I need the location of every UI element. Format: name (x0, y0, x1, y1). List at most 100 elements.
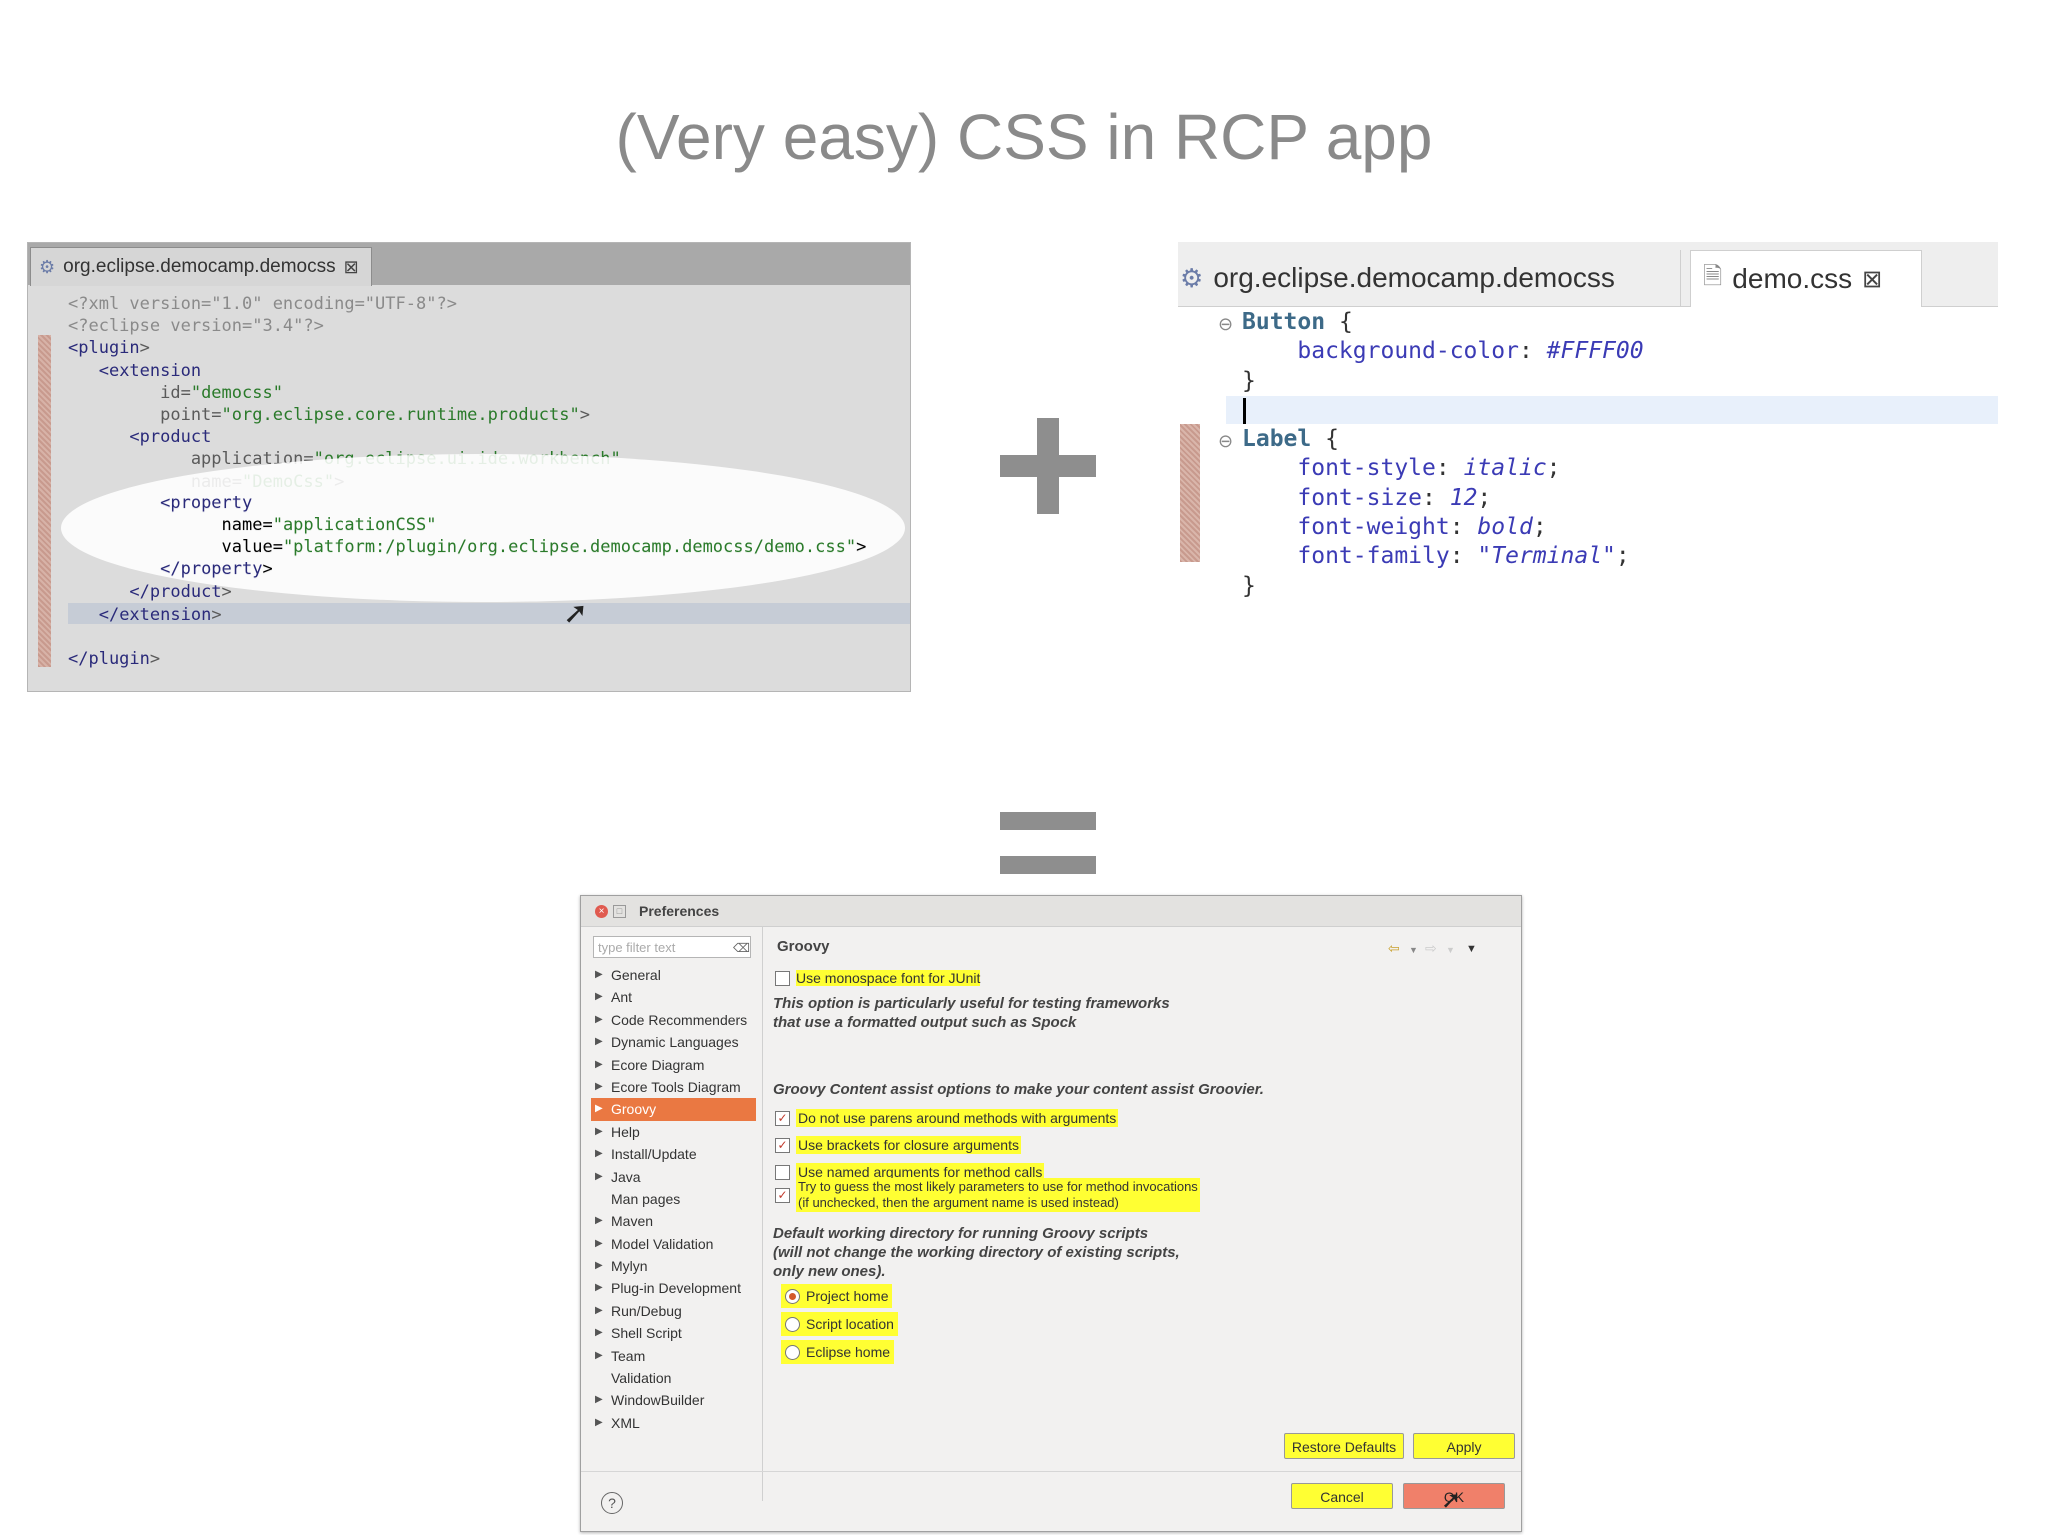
tree-item-groovy[interactable]: ▶Groovy (591, 1098, 756, 1121)
expand-arrow-icon[interactable]: ▶ (595, 1125, 603, 1137)
radio-button[interactable] (785, 1288, 800, 1304)
expand-arrow-icon[interactable]: ▶ (595, 1080, 603, 1092)
tree-item-xml[interactable]: ▶XML (591, 1412, 756, 1434)
chevron-down-icon[interactable]: ▼ (1446, 945, 1455, 955)
expand-arrow-icon[interactable]: ▶ (595, 1416, 603, 1428)
groovy-preference-page: Use monospace font for JUnit This option… (763, 966, 1521, 1426)
back-arrow-icon[interactable]: ⇦ (1388, 940, 1400, 956)
tab-demo-css[interactable]: 🗎 demo.css ⊠ (1690, 250, 1922, 307)
tree-item-model-validation[interactable]: ▶Model Validation (591, 1233, 756, 1255)
code-line: } (1242, 572, 1256, 599)
expand-arrow-icon[interactable]: ▶ (595, 1327, 603, 1339)
tree-item-java[interactable]: ▶Java (591, 1166, 756, 1188)
plus-sign (1000, 418, 1096, 514)
plugin-manifest-icon: ⚙ (1180, 262, 1204, 293)
tab-plugin-manifest[interactable]: ⚙ org.eclipse.democamp.democss (1178, 250, 1681, 306)
tree-item-plug-in-development[interactable]: ▶Plug-in Development (591, 1277, 756, 1299)
tree-item-code-recommenders[interactable]: ▶Code Recommenders (591, 1009, 756, 1031)
code-line (1242, 396, 1644, 425)
monospace-checkbox[interactable]: Use monospace font for JUnit (775, 966, 981, 990)
tree-item-validation[interactable]: Validation (591, 1367, 756, 1389)
code-line: value="platform:/plugin/org.eclipse.demo… (68, 537, 867, 558)
tree-item-help[interactable]: ▶Help (591, 1121, 756, 1143)
expand-arrow-icon[interactable]: ▶ (595, 1394, 603, 1406)
expand-arrow-icon[interactable]: ▶ (595, 1215, 603, 1227)
checkbox-label: Use brackets for closure arguments (796, 1136, 1021, 1154)
filter-input[interactable]: type filter text (593, 936, 751, 958)
tree-item-general[interactable]: ▶ General (591, 964, 756, 986)
code-line: font-family: "Terminal"; (1297, 543, 1630, 570)
apply-button[interactable]: Apply (1413, 1433, 1515, 1459)
assist-heading: Groovy Content assist options to make yo… (773, 1081, 1264, 1098)
radio-button[interactable] (785, 1344, 800, 1360)
tree-item-label: Ecore Diagram (611, 1056, 705, 1073)
tree-item-mylyn[interactable]: ▶Mylyn (591, 1255, 756, 1277)
current-line-highlight (1226, 396, 1998, 424)
checkbox-box[interactable] (775, 1164, 790, 1180)
expand-arrow-icon[interactable]: ▶ (595, 1282, 603, 1294)
code-line: <?xml version="1.0" encoding="UTF-8"?> (68, 294, 457, 314)
forward-arrow-icon[interactable]: ⇨ (1425, 940, 1437, 956)
checkbox-box[interactable]: ✓ (775, 1187, 790, 1203)
expand-arrow-icon[interactable]: ▶ (595, 1148, 603, 1160)
tree-item-man-pages[interactable]: Man pages (591, 1188, 756, 1210)
radio-button[interactable] (785, 1316, 800, 1332)
checkbox-box[interactable]: ✓ (775, 1110, 790, 1126)
ok-button[interactable]: OK (1403, 1483, 1505, 1509)
restore-defaults-button[interactable]: Restore Defaults (1284, 1433, 1404, 1459)
expand-arrow-icon[interactable]: ▶ (595, 991, 603, 1003)
checkbox-box[interactable]: ✓ (775, 1137, 790, 1153)
expand-arrow-icon[interactable]: ▶ (595, 1349, 603, 1361)
code-line: </extension> (98, 604, 222, 625)
cancel-button[interactable]: Cancel (1291, 1483, 1393, 1509)
tree-item-shell-script[interactable]: ▶Shell Script (591, 1322, 756, 1344)
radio-label: Project home (806, 1288, 889, 1304)
tree-item-ecore-tools-diagram[interactable]: ▶Ecore Tools Diagram (591, 1076, 756, 1098)
tree-item-label: General (611, 967, 661, 983)
view-menu-icon[interactable]: ▼ (1466, 943, 1477, 955)
close-tab-icon[interactable]: ⊠ (1862, 265, 1883, 293)
expand-arrow-icon[interactable]: ▶ (595, 1013, 603, 1025)
tree-item-team[interactable]: ▶ Team (591, 1345, 756, 1367)
checkbox-box[interactable] (775, 970, 790, 986)
help-icon[interactable]: ? (601, 1492, 623, 1514)
expand-arrow-icon[interactable]: ▶ (595, 1103, 603, 1115)
expand-arrow-icon[interactable]: ▶ (595, 1237, 603, 1249)
tree-item-label: Maven (611, 1213, 654, 1230)
tree-item-windowbuilder[interactable]: ▶ WindowBuilder (591, 1389, 756, 1411)
code-line: </plugin> (68, 649, 161, 669)
expand-arrow-icon[interactable]: ▶ (595, 1260, 603, 1272)
tree-item-label: WindowBuilder (611, 1392, 705, 1409)
workdir-radio[interactable]: Project home (781, 1284, 893, 1308)
expand-arrow-icon[interactable]: ▶ (595, 969, 603, 980)
tree-item-run-debug[interactable]: ▶Run/Debug (591, 1300, 756, 1322)
tree-item-ecore-diagram[interactable]: ▶ Ecore Diagram (591, 1054, 756, 1076)
expand-arrow-icon[interactable]: ▶ (595, 1170, 603, 1182)
expand-arrow-icon[interactable]: ▶ (595, 1036, 603, 1048)
close-window-icon[interactable]: × (595, 905, 608, 918)
code-line: font-size: 12; (1297, 484, 1492, 511)
checkbox-label: Use named arguments for method calls (796, 1163, 1045, 1181)
expand-arrow-icon[interactable]: ▶ (595, 1304, 603, 1316)
clear-filter-icon[interactable]: ⌫ (733, 941, 750, 955)
workdir-radio[interactable]: Script location (781, 1312, 898, 1336)
close-tab-icon[interactable]: ⊠ (343, 256, 359, 277)
tree-item-dynamic-languages[interactable]: ▶Dynamic Languages (591, 1031, 756, 1053)
workdir-radio[interactable]: Eclipse home (781, 1340, 895, 1364)
css-code[interactable]: Button { background-color: #FFFF00}Label… (1242, 308, 1644, 601)
guess-params-checkbox[interactable]: ✓ Try to guess the most likely parameter… (775, 1178, 1200, 1212)
fold-toggle-icon[interactable]: ⊖ (1218, 431, 1234, 451)
tab-label: org.eclipse.democamp.democss (63, 256, 336, 277)
assist-option-checkbox[interactable]: ✓Do not use parens around methods with a… (775, 1106, 1119, 1130)
tree-item-maven[interactable]: ▶ Maven (591, 1210, 756, 1232)
assist-option-checkbox[interactable]: Use named arguments for method calls (775, 1160, 1045, 1184)
tree-item-label: Team (611, 1347, 646, 1364)
assist-option-checkbox[interactable]: ✓ Use brackets for closure arguments (775, 1133, 1021, 1157)
tree-item-ant[interactable]: ▶Ant (591, 986, 756, 1008)
chevron-down-icon[interactable]: ▼ (1409, 945, 1418, 955)
tree-item-install-update[interactable]: ▶Install/Update (591, 1143, 756, 1165)
maximize-window-icon[interactable]: □ (613, 905, 626, 918)
expand-arrow-icon[interactable]: ▶ (595, 1058, 603, 1070)
fold-toggle-icon[interactable]: ⊖ (1218, 314, 1234, 334)
tab-plugin-manifest[interactable]: ⚙ org.eclipse.democamp.democss ⊠ (30, 247, 372, 286)
